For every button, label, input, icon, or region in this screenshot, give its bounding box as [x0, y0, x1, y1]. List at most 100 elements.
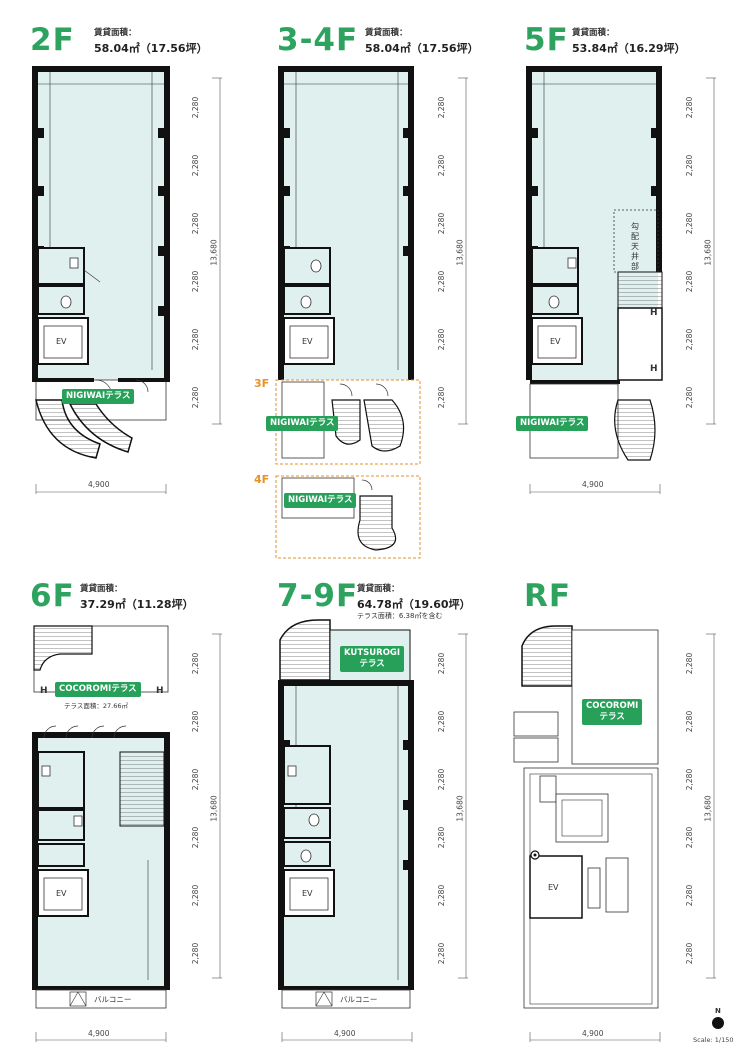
seg-dim: 2,280: [191, 884, 201, 907]
terrace-rf-line2: テラス: [599, 712, 625, 722]
h-mark-5f-2: H: [650, 364, 658, 374]
seg-dim: 2,280: [191, 710, 201, 733]
seg-dim: 2,280: [191, 768, 201, 791]
seg-dim: 2,280: [685, 328, 695, 351]
terrace-badge-3f: NIGIWAIテラス: [266, 416, 339, 431]
floor-6f-title: 6F: [30, 578, 75, 614]
seg-dim: 2,280: [191, 328, 201, 351]
floor-79f-area-note: テラス面積：6.38㎡を含む: [357, 612, 443, 620]
floor-5f-area-value: 53.84㎡（16.29坪）: [572, 42, 686, 55]
plan-34f: [275, 66, 421, 559]
total-dim: 13,680: [209, 795, 219, 822]
plan-rf: [513, 625, 659, 1009]
plan-79f: [278, 619, 414, 1009]
seg-dim: 2,280: [685, 710, 695, 733]
h-mark-5f-1: H: [650, 308, 658, 318]
sloped-ceiling-note: 勾配天井部: [631, 222, 639, 271]
balcony-label-79f: バルコニー: [340, 995, 378, 1004]
terrace-rf-line1: COCOROMI: [586, 701, 639, 711]
terrace-area-6f: テラス面積：27.66㎡: [64, 702, 128, 710]
seg-dim: 2,280: [437, 884, 447, 907]
terrace-79f-line2: テラス: [359, 659, 385, 669]
seg-dim: 2,280: [437, 270, 447, 293]
seg-dim: 2,280: [437, 710, 447, 733]
seg-dim: 2,280: [685, 270, 695, 293]
seg-dim: 2,280: [437, 328, 447, 351]
seg-dim: 2,280: [685, 942, 695, 965]
h-mark-6f-2: H: [156, 686, 164, 696]
floor-79f-title: 7-9F: [277, 578, 359, 614]
plan-2f: [32, 66, 170, 459]
plan-5f: [526, 66, 663, 461]
total-dim: 13,680: [703, 239, 713, 266]
width-dim-rf: 4,900: [582, 1029, 604, 1038]
ev-label-2f: EV: [56, 337, 67, 346]
width-dim-5f: 4,900: [582, 480, 604, 489]
floor-tag-4f: 4F: [254, 473, 270, 486]
seg-dim: 2,280: [191, 154, 201, 177]
seg-dim: 2,280: [685, 212, 695, 235]
balcony-label-6f: バルコニー: [94, 995, 132, 1004]
floor-2f-title: 2F: [30, 22, 75, 58]
terrace-badge-2f: NIGIWAIテラス: [62, 389, 135, 404]
seg-dim: 2,280: [437, 652, 447, 675]
floor-5f-title: 5F: [524, 22, 569, 58]
seg-dim: 2,280: [191, 826, 201, 849]
seg-dim: 2,280: [437, 96, 447, 119]
seg-dim: 2,280: [685, 652, 695, 675]
ev-label-79f: EV: [302, 889, 313, 898]
total-dim: 13,680: [455, 239, 465, 266]
total-dim: 13,680: [455, 795, 465, 822]
floor-2f-area-value: 58.04㎡（17.56坪）: [94, 42, 208, 55]
floor-tag-3f: 3F: [254, 377, 270, 390]
floor-6f-area-value: 37.29㎡（11.28坪）: [80, 598, 194, 611]
seg-dim: 2,280: [685, 768, 695, 791]
floor-6f-area-label: 賃貸面積：: [80, 584, 123, 594]
seg-dim: 2,280: [685, 826, 695, 849]
seg-dim: 2,280: [685, 154, 695, 177]
seg-dim: 2,280: [685, 884, 695, 907]
plan-6f: [32, 625, 170, 1009]
seg-dim: 2,280: [191, 652, 201, 675]
dimension-lines: [35, 77, 716, 1042]
north-label: N: [715, 1007, 721, 1015]
seg-dim: 2,280: [685, 386, 695, 409]
terrace-badge-4f: NIGIWAIテラス: [284, 493, 357, 508]
scale-label: Scale: 1/150: [693, 1036, 734, 1044]
floor-79f-area-value: 64.78㎡（19.60坪）: [357, 598, 471, 611]
seg-dim: 2,280: [191, 270, 201, 293]
seg-dim: 2,280: [437, 826, 447, 849]
h-mark-6f-1: H: [40, 686, 48, 696]
north-arrow-icon: [712, 1017, 724, 1029]
width-dim-79f: 4,900: [334, 1029, 356, 1038]
seg-dim: 2,280: [191, 96, 201, 119]
seg-dim: 2,280: [437, 386, 447, 409]
ev-label-rf: EV: [548, 883, 559, 892]
seg-dim: 2,280: [191, 386, 201, 409]
terrace-badge-6f: COCOROMIテラス: [55, 682, 141, 697]
ev-label-5f: EV: [550, 337, 561, 346]
floor-34f-area-value: 58.04㎡（17.56坪）: [365, 42, 479, 55]
width-dim-6f: 4,900: [88, 1029, 110, 1038]
terrace-badge-5f: NIGIWAIテラス: [516, 416, 589, 431]
ev-label-6f: EV: [56, 889, 67, 898]
floor-34f-title: 3-4F: [277, 22, 359, 58]
floor-34f-area-label: 賃貸面積：: [365, 28, 408, 38]
floor-rf-title: RF: [524, 578, 572, 614]
total-dim: 13,680: [703, 795, 713, 822]
width-dim-2f: 4,900: [88, 480, 110, 489]
ev-label-34f: EV: [302, 337, 313, 346]
seg-dim: 2,280: [437, 154, 447, 177]
seg-dim: 2,280: [437, 768, 447, 791]
seg-dim: 2,280: [685, 96, 695, 119]
seg-dim: 2,280: [437, 212, 447, 235]
seg-dim: 2,280: [437, 942, 447, 965]
seg-dim: 2,280: [191, 942, 201, 965]
floor-5f-area-label: 賃貸面積：: [572, 28, 615, 38]
floor-79f-area-label: 賃貸面積：: [357, 584, 400, 594]
seg-dim: 2,280: [191, 212, 201, 235]
total-dim: 13,680: [209, 239, 219, 266]
